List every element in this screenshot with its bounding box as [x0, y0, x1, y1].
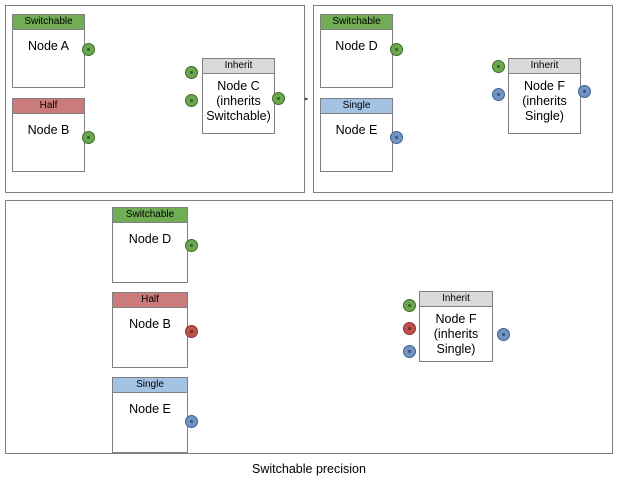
port-pin [502, 333, 505, 336]
port-bottom-d-out[interactable] [185, 239, 198, 252]
port-pin [190, 330, 193, 333]
node-b-top[interactable]: Half Node B [12, 98, 85, 172]
port-node-c-in-2[interactable] [185, 94, 198, 107]
port-pin [497, 93, 500, 96]
node-f-bottom-header: Inherit [420, 292, 492, 307]
port-bottom-f-in-3[interactable] [403, 345, 416, 358]
node-b-bottom-body: Node B [129, 317, 171, 331]
node-c-header: Inherit [203, 59, 274, 74]
node-d-top-body: Node D [335, 39, 378, 53]
port-bottom-b-out[interactable] [185, 325, 198, 338]
port-node-c-in-1[interactable] [185, 66, 198, 79]
node-d-bottom-body: Node D [128, 232, 172, 246]
port-pin [277, 97, 280, 100]
port-bottom-f-in-2[interactable] [403, 322, 416, 335]
node-e-top-body: Node E [335, 123, 378, 137]
node-b-bottom-header: Half [113, 293, 187, 308]
node-a-header: Switchable [13, 15, 84, 30]
port-pin [190, 420, 193, 423]
port-pin [87, 48, 90, 51]
node-f-bottom[interactable]: Inherit Node F (inherits Single) [419, 291, 493, 362]
port-pin [190, 99, 193, 102]
port-node-b-out[interactable] [82, 131, 95, 144]
node-d-top[interactable]: Switchable Node D [320, 14, 393, 88]
port-node-f-in-1[interactable] [492, 60, 505, 73]
node-e-top[interactable]: Single Node E [320, 98, 393, 172]
port-pin [408, 327, 411, 330]
port-pin [408, 350, 411, 353]
port-node-e-out[interactable] [390, 131, 403, 144]
port-pin [395, 136, 398, 139]
port-bottom-f-in-1[interactable] [403, 299, 416, 312]
port-bottom-e-out[interactable] [185, 415, 198, 428]
node-c[interactable]: Inherit Node C (inherits Switchable) [202, 58, 275, 134]
panel-bottom [5, 200, 613, 454]
node-e-bottom-header: Single [113, 378, 187, 393]
node-a-body: Node A [27, 39, 69, 53]
node-e-bottom-body: Node E [129, 402, 171, 416]
node-d-bottom[interactable]: Switchable Node D [112, 207, 188, 283]
port-pin [395, 48, 398, 51]
port-node-d-out[interactable] [390, 43, 403, 56]
node-f-top-header: Inherit [509, 59, 580, 74]
port-node-a-out[interactable] [82, 43, 95, 56]
diagram-caption: Switchable precision [252, 462, 366, 476]
node-f-bottom-body: Node F (inherits Single) [433, 312, 479, 356]
port-node-f-out[interactable] [578, 85, 591, 98]
port-pin [87, 136, 90, 139]
node-e-top-header: Single [321, 99, 392, 114]
node-f-top-body: Node F (inherits Single) [522, 79, 567, 123]
node-f-top[interactable]: Inherit Node F (inherits Single) [508, 58, 581, 134]
port-node-c-out[interactable] [272, 92, 285, 105]
node-b-bottom[interactable]: Half Node B [112, 292, 188, 368]
port-node-f-in-2[interactable] [492, 88, 505, 101]
node-c-body: Node C (inherits Switchable) [206, 79, 271, 123]
node-d-bottom-header: Switchable [113, 208, 187, 223]
port-bottom-f-out[interactable] [497, 328, 510, 341]
port-pin [583, 90, 586, 93]
node-d-top-header: Switchable [321, 15, 392, 30]
node-b-top-body: Node B [27, 123, 70, 137]
port-pin [190, 244, 193, 247]
node-a[interactable]: Switchable Node A [12, 14, 85, 88]
port-pin [497, 65, 500, 68]
node-b-top-header: Half [13, 99, 84, 114]
port-pin [408, 304, 411, 307]
port-pin [190, 71, 193, 74]
node-e-bottom[interactable]: Single Node E [112, 377, 188, 453]
